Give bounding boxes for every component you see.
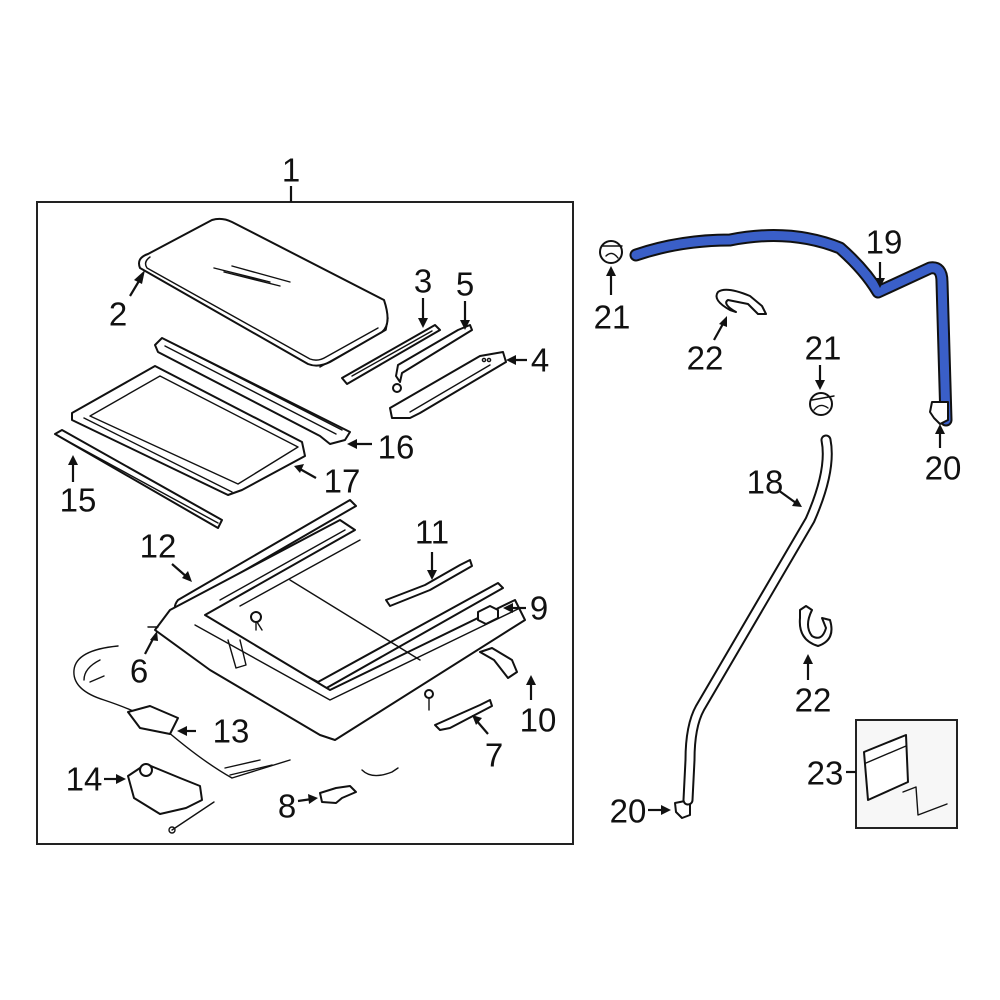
callout-6[interactable]: 6: [129, 652, 149, 690]
callout-4[interactable]: 4: [530, 341, 550, 379]
callout-23[interactable]: 23: [806, 754, 844, 792]
part-23-tool-kit[interactable]: [855, 719, 958, 829]
callout-10[interactable]: 10: [519, 701, 557, 739]
callout-17[interactable]: 17: [323, 462, 361, 500]
callout-11[interactable]: 11: [414, 513, 450, 551]
callout-21[interactable]: 21: [593, 298, 631, 336]
part-5-deflector-arm[interactable]: [392, 324, 473, 393]
callout-19[interactable]: 19: [865, 223, 903, 261]
part-17-sun-shade[interactable]: [71, 365, 306, 496]
part-13-cable-assembly[interactable]: [73, 645, 291, 779]
screw-icon: [250, 611, 434, 711]
part-8-stopper[interactable]: [319, 767, 399, 804]
part-22-hose-clip[interactable]: [715, 288, 833, 647]
part-18-rear-drain-hose[interactable]: [682, 434, 833, 806]
callout-5[interactable]: 5: [455, 265, 475, 303]
part-15-shade-rail[interactable]: [54, 429, 223, 529]
part-19-front-drain-hose[interactable]: [629, 229, 953, 427]
callout-16[interactable]: 16: [377, 428, 415, 466]
callout-21[interactable]: 21: [804, 329, 842, 367]
part-21-hose-clamp[interactable]: [599, 240, 835, 416]
callout-15[interactable]: 15: [59, 481, 97, 519]
callout-1[interactable]: 1: [281, 151, 301, 189]
callout-20[interactable]: 20: [924, 449, 962, 487]
callout-2[interactable]: 2: [108, 295, 128, 333]
part-11-slide-link[interactable]: [385, 559, 473, 607]
assembly-1-box: [36, 201, 574, 845]
part-2-glass-panel[interactable]: [138, 217, 389, 368]
part-14-motor[interactable]: [127, 763, 215, 834]
callout-3[interactable]: 3: [413, 262, 433, 300]
part-3-guide-rail[interactable]: [341, 324, 441, 385]
callout-18[interactable]: 18: [746, 463, 784, 501]
callout-22[interactable]: 22: [794, 681, 832, 719]
callout-8[interactable]: 8: [277, 787, 297, 825]
part-4-mechanism[interactable]: [389, 351, 507, 419]
part-7-bracket[interactable]: [434, 699, 493, 731]
callout-12[interactable]: 12: [139, 527, 177, 565]
part-16-front-rail[interactable]: [154, 337, 351, 445]
callout-9[interactable]: 9: [529, 589, 549, 627]
part-10-mount-bracket[interactable]: [479, 647, 518, 679]
callout-22[interactable]: 22: [686, 339, 724, 377]
part-9-block[interactable]: [477, 605, 499, 625]
callout-13[interactable]: 13: [212, 712, 250, 750]
callout-20[interactable]: 20: [609, 792, 647, 830]
part-12-frame-seal[interactable]: [154, 499, 526, 741]
callout-7[interactable]: 7: [484, 736, 504, 774]
callout-14[interactable]: 14: [65, 760, 103, 798]
